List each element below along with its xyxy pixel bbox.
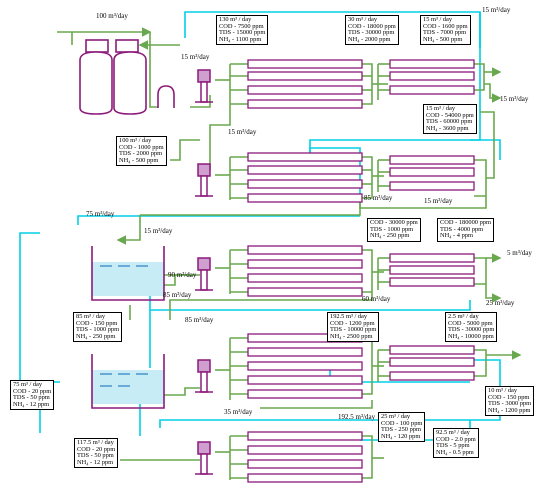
cartridge-filter-icon bbox=[157, 85, 175, 108]
flow-label: 25 m³/day bbox=[486, 299, 515, 307]
pump-icon bbox=[195, 69, 213, 103]
flow-label: 15 m³/day bbox=[500, 95, 529, 103]
flow-label: 85 m³/day bbox=[163, 291, 192, 299]
flow-label: 100 m³/day bbox=[96, 12, 128, 20]
flow-label: 85 m³/day bbox=[185, 316, 214, 324]
pump-icon bbox=[195, 163, 213, 197]
pump-icon bbox=[195, 359, 213, 393]
tank-icon bbox=[91, 354, 165, 409]
flow-label: 35 m³/day bbox=[224, 408, 253, 416]
flow-label: 15 m³/day bbox=[181, 53, 210, 61]
flow-label: 15 m³/day bbox=[424, 197, 453, 205]
membrane-module-icon bbox=[247, 59, 475, 483]
pump-icon bbox=[195, 441, 213, 475]
flow-label: 60 m³/day bbox=[362, 295, 391, 303]
flow-label: 75 m³/day bbox=[86, 210, 115, 218]
flow-label: 192.5 m³/day bbox=[338, 413, 376, 421]
flow-label: 15 m³/day bbox=[228, 128, 257, 136]
tank-icon bbox=[91, 246, 165, 301]
flow-label: 5 m³/day bbox=[507, 249, 532, 257]
flow-label: 15 m³/day bbox=[482, 6, 511, 14]
flow-label: 90 m³/day bbox=[168, 271, 197, 279]
flow-label: 85 m³/day bbox=[364, 194, 393, 202]
pump-icon bbox=[195, 257, 213, 291]
flow-label: 15 m³/day bbox=[144, 227, 173, 235]
filter-vessel-icon bbox=[79, 39, 147, 115]
